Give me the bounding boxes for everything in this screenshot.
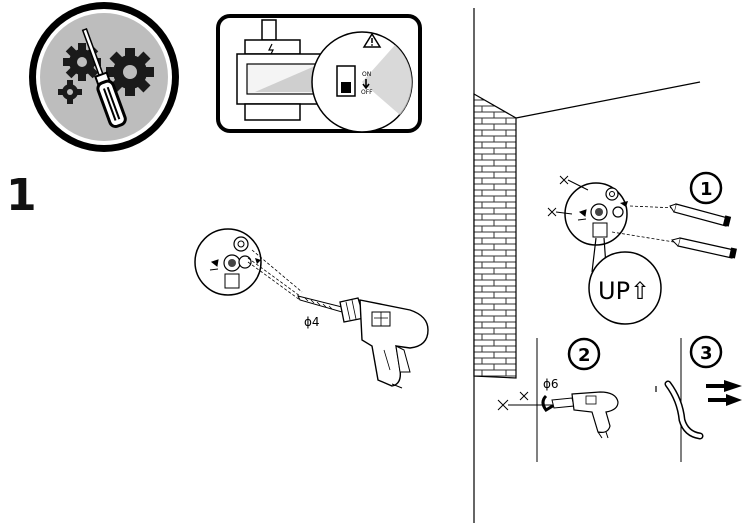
mount-plate-wall (564, 182, 628, 246)
wall-icon (473, 81, 701, 379)
up-label: UP⇧ (598, 277, 650, 305)
cable-icon (655, 380, 742, 440)
mount-plate-left (194, 228, 262, 296)
substep-3-label: 3 (700, 343, 713, 364)
drill-icon (297, 295, 429, 389)
drill-bit-small-label: ϕ4 (304, 315, 320, 329)
substep-1-label: 1 (700, 179, 713, 200)
pencil-icon-2 (611, 231, 737, 259)
substep-2-badge (567, 337, 601, 371)
power-switch-icon: ON OFF (216, 14, 422, 133)
drill-bit-large-label: ϕ6 (543, 377, 559, 391)
up-indicator: UP⇧ (588, 237, 662, 325)
pencil-icon (629, 203, 732, 227)
tools-icon (29, 2, 179, 152)
substep-1-badge (689, 171, 723, 205)
substep-3-badge (689, 335, 723, 369)
main-step-number: 1 (6, 170, 37, 221)
substep-2-label: 2 (578, 345, 591, 366)
switch-on-label: ON (362, 71, 371, 78)
warning-icon (362, 32, 382, 48)
drill-icon-small (541, 391, 619, 439)
switch-off-label: OFF (361, 89, 373, 96)
